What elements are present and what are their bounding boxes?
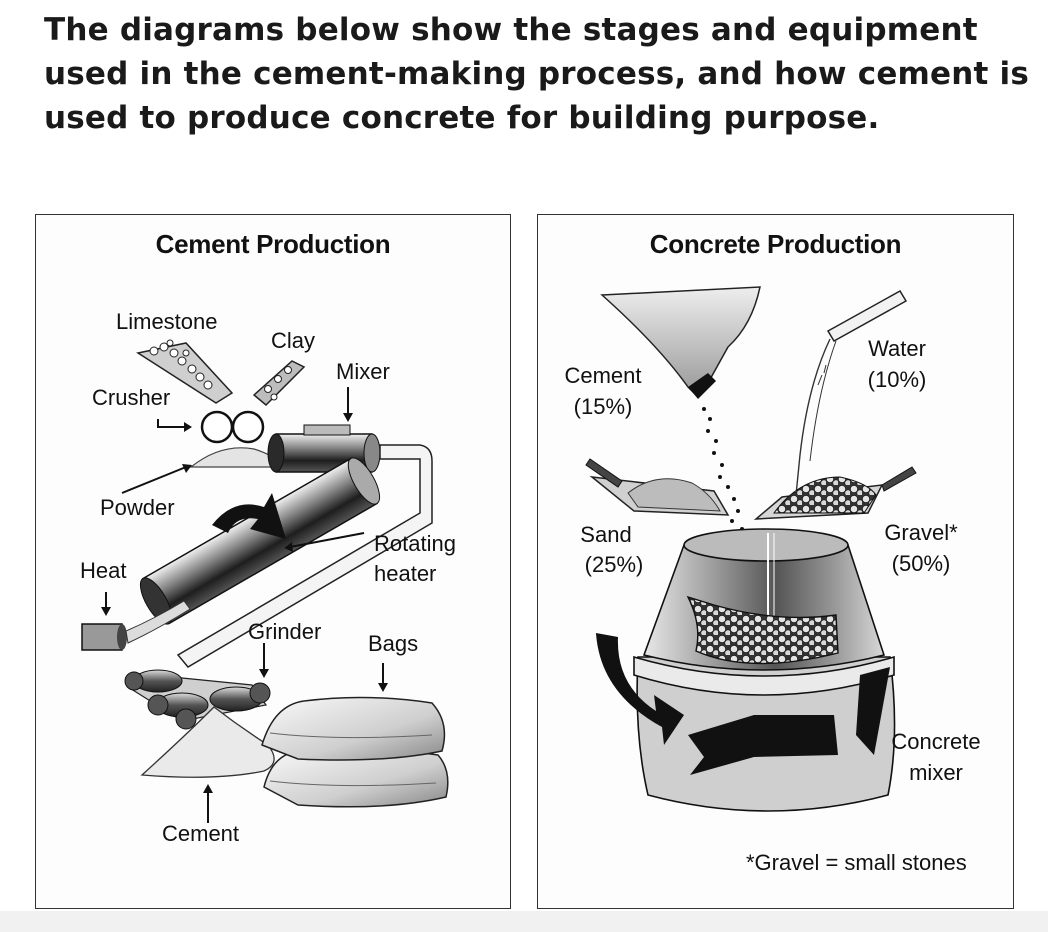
label-sand-name: Sand [574, 520, 638, 550]
label-heat: Heat [80, 556, 126, 586]
sand-tray [586, 459, 728, 515]
label-limestone: Limestone [116, 307, 218, 337]
label-sand-pct: (25%) [574, 550, 654, 580]
clay-hopper [254, 361, 304, 405]
label-rotating: Rotating [374, 529, 456, 559]
label-cement-pct: (15%) [558, 392, 648, 422]
label-mixer: mixer [876, 758, 996, 788]
cement-panel-title: Cement Production [36, 229, 510, 260]
label-gravel-pct: (50%) [876, 549, 966, 579]
label-mixer: Mixer [336, 357, 390, 387]
footnote-gravel: *Gravel = small stones [746, 848, 967, 878]
label-water-pct: (10%) [856, 365, 938, 395]
bottom-band [0, 911, 1048, 932]
label-cement-name: Cement [558, 361, 648, 391]
label-concrete-mixer: Concrete [876, 727, 996, 757]
cement-pile [142, 707, 274, 777]
label-clay: Clay [271, 326, 315, 356]
label-gravel-name: Gravel* [876, 518, 966, 548]
label-powder: Powder [100, 493, 175, 523]
label-crusher: Crusher [92, 383, 170, 413]
concrete-production-panel: Concrete Production Cement (15%) Water (… [537, 214, 1014, 909]
cement-bags [262, 697, 448, 806]
heat-burner [82, 601, 190, 650]
label-heater: heater [374, 559, 436, 589]
label-water-name: Water [856, 334, 938, 364]
page-heading: The diagrams below show the stages and e… [44, 8, 1034, 140]
grinder-rollers [125, 670, 270, 729]
crusher-rollers [202, 412, 263, 442]
label-cement: Cement [162, 819, 239, 849]
cement-production-panel: Cement Production Limestone Clay Mixer C… [35, 214, 511, 909]
label-grinder: Grinder [248, 617, 321, 647]
label-bags: Bags [368, 629, 418, 659]
gravel-tray [756, 467, 916, 519]
concrete-panel-title: Concrete Production [538, 229, 1013, 260]
rotating-heater [134, 453, 385, 628]
